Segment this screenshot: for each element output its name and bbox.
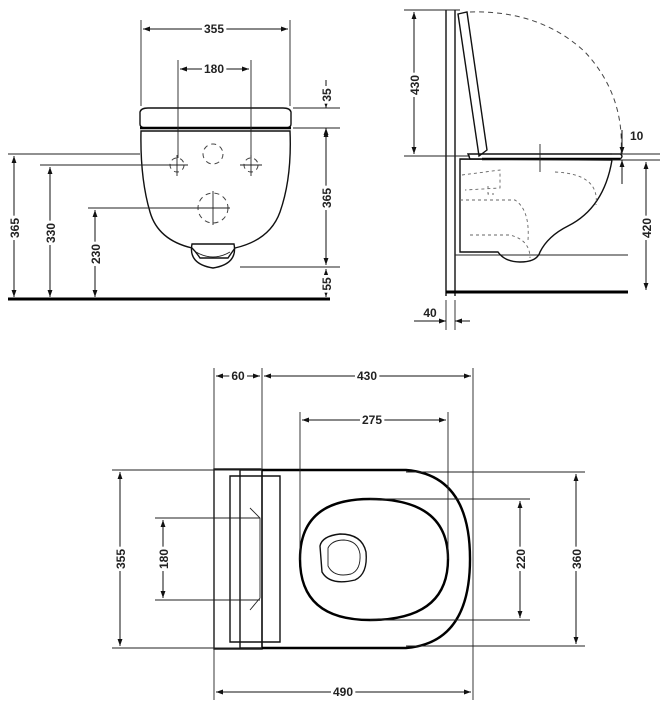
front-dim-upper-bolt-height: 330 — [44, 223, 58, 243]
top-dim-bowl-length: 430 — [357, 369, 377, 383]
front-dim-bowl-height: 365 — [320, 188, 334, 208]
top-seat-back — [239, 469, 263, 649]
front-dim-bolt-spacing: 180 — [204, 62, 224, 76]
front-dim-width-top: 355 — [204, 22, 224, 36]
side-outlet-hidden — [470, 234, 531, 259]
front-bowl-body — [140, 130, 291, 259]
side-view: 430 10 420 40 — [404, 9, 660, 330]
top-hinge-block — [229, 475, 281, 643]
front-inlet-circle — [202, 143, 224, 165]
top-view: 60 430 275 355 180 220 360 490 — [112, 368, 585, 700]
top-seat-opening — [298, 497, 450, 622]
front-outlet-inner — [195, 251, 231, 258]
side-lid-open — [457, 11, 488, 158]
side-dim-rim-height: 420 — [640, 218, 654, 238]
side-inlet-hidden — [461, 169, 501, 191]
front-outlet — [190, 243, 236, 269]
top-seat-outline — [262, 468, 472, 650]
side-lid-swing-arc — [469, 11, 622, 155]
top-water-area — [319, 533, 367, 583]
top-mounting-frame — [213, 468, 263, 650]
front-dim-seat-thickness: 35 — [320, 88, 334, 102]
top-dim-overall-length: 490 — [333, 685, 353, 699]
side-trap-hidden — [460, 199, 529, 241]
top-dim-seat-opening: 275 — [362, 413, 382, 427]
front-seat-lid — [139, 107, 292, 129]
side-dim-seat-gap: 10 — [630, 129, 644, 143]
front-dim-lower-bolt-height: 230 — [89, 244, 103, 264]
side-dim-wall-offset: 40 — [423, 306, 437, 320]
top-dim-inner-width: 220 — [514, 549, 528, 569]
top-dim-bolt-spacing: 180 — [157, 549, 171, 569]
top-dim-bowl-width: 360 — [570, 549, 584, 569]
side-dim-lid-height: 430 — [408, 75, 422, 95]
top-dim-frame-offset: 60 — [231, 369, 245, 383]
front-dim-bottom-clearance: 55 — [320, 277, 334, 291]
side-bowl-body — [459, 158, 613, 263]
front-dim-rim-height: 365 — [8, 218, 22, 238]
top-dim-overall-width: 355 — [114, 549, 128, 569]
side-bowl-hidden — [554, 171, 597, 206]
front-view: 355 180 35 365 55 365 330 230 — [8, 20, 340, 301]
